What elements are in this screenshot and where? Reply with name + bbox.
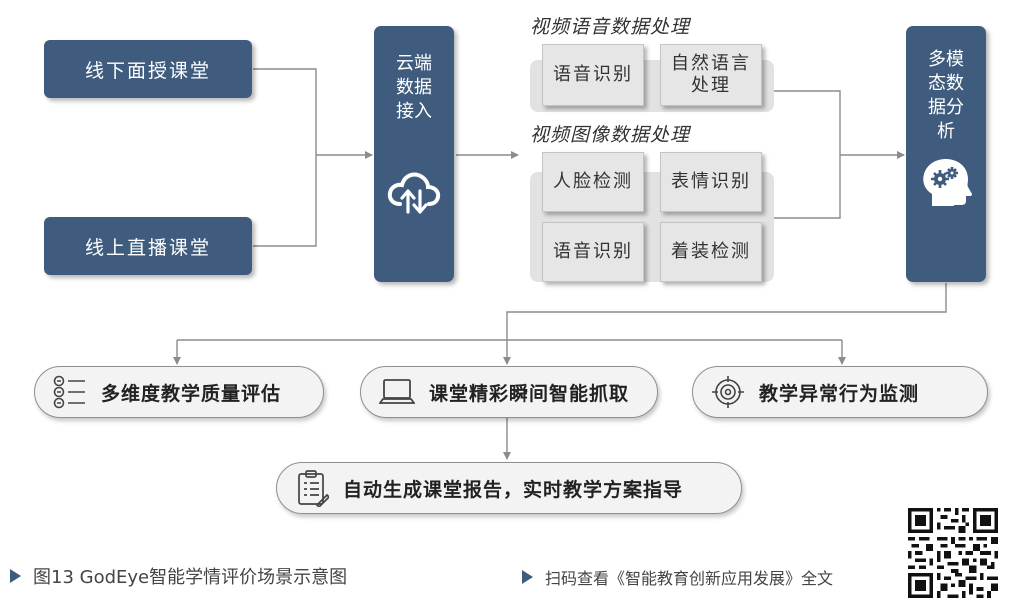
output-report-label: 自动生成课堂报告，实时教学方案指导 [343,478,684,501]
figure-caption-text: 图13 GodEye智能学情评价场景示意图 [33,567,348,588]
image-item-expression-recognition: 表情识别 [660,152,762,212]
source-offline-label: 线下面授课堂 [84,59,211,82]
line-online [253,155,317,247]
image-item-label: 人脸检测 [553,171,633,192]
image-group-title: 视频图像数据处理 [530,124,691,146]
cloud-data-access: 云端数据接入 [374,26,454,282]
cloud-label: 云端数据接入 [396,53,432,122]
output-quality-label: 多维度教学质量评估 [101,382,282,405]
output-highlight-capture: 课堂精彩瞬间智能抓取 [360,366,658,418]
checklist-icon [53,374,87,410]
laptop-icon [379,378,415,406]
figure-caption: 图13 GodEye智能学情评价场景示意图 [10,563,347,589]
multimodal-analysis: 多模态数据分析 [906,26,986,282]
output-capture-label: 课堂精彩瞬间智能抓取 [429,382,630,405]
caption-triangle-icon [522,570,533,584]
line-image-out [770,155,841,219]
output-anomaly-monitoring: 教学异常行为监测 [692,366,988,418]
voice-item-nlp: 自然语言处理 [660,44,762,106]
scan-caption-text: 扫码查看《智能教育创新应用发展》全文 [545,569,834,588]
cloud-sync-icon [386,168,442,223]
source-online-class: 线上直播课堂 [44,217,252,275]
clipboard-report-icon [295,469,329,507]
voice-group-title: 视频语音数据处理 [530,16,691,38]
caption-triangle-icon [10,569,21,583]
brain-gears-icon [918,154,974,215]
source-online-label: 线上直播课堂 [84,236,211,259]
voice-item-speech-recognition: 语音识别 [542,44,644,106]
voice-item-label: 语音识别 [553,64,633,85]
line-offline [253,68,317,155]
qr-code-icon [908,508,998,598]
output-class-report: 自动生成课堂报告，实时教学方案指导 [276,462,742,514]
scan-caption: 扫码查看《智能教育创新应用发展》全文 [522,565,833,589]
source-offline-class: 线下面授课堂 [44,40,252,98]
target-icon [711,375,745,409]
image-item-face-detection: 人脸检测 [542,152,644,212]
image-item-attire-detection: 着装检测 [660,222,762,282]
line-analysis-down [506,283,947,340]
voice-item-label: 自然语言处理 [671,53,751,96]
image-item-label: 着装检测 [671,241,751,262]
analysis-label: 多模态数据分析 [928,49,964,142]
line-voice-out [770,90,841,155]
image-item-label: 语音识别 [553,241,633,262]
output-teaching-quality-assessment: 多维度教学质量评估 [34,366,324,418]
image-item-speech-recognition: 语音识别 [542,222,644,282]
image-item-label: 表情识别 [671,171,751,192]
output-anomaly-label: 教学异常行为监测 [759,382,920,405]
